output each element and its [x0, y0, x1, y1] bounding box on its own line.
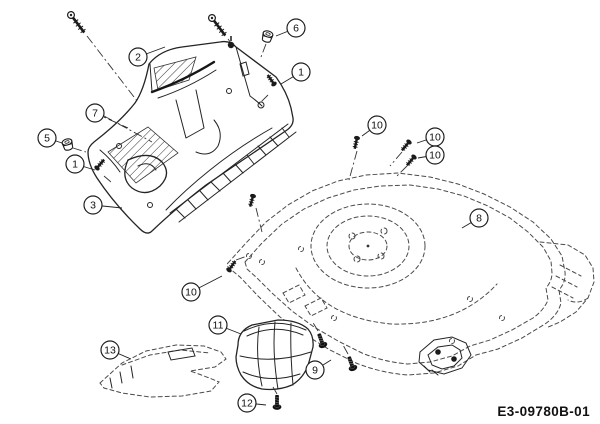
callout-10: 10: [181, 275, 223, 302]
callout-1: 1: [280, 62, 311, 85]
mower-deck: [226, 172, 595, 376]
callout-8: 8: [461, 208, 489, 229]
svg-text:11: 11: [213, 320, 224, 332]
svg-text:10: 10: [185, 287, 197, 299]
height-adjuster-bracket: [418, 336, 472, 376]
svg-text:9: 9: [312, 365, 318, 377]
rear-baffle-assembly: [87, 36, 297, 234]
callout-11: 11: [208, 315, 242, 335]
callout-6: 6: [275, 18, 306, 38]
svg-text:10: 10: [429, 150, 441, 162]
svg-text:1: 1: [298, 67, 304, 79]
callout-12: 12: [237, 393, 267, 413]
callout-10: 10: [417, 145, 445, 165]
svg-text:8: 8: [476, 213, 482, 225]
svg-text:2: 2: [135, 52, 141, 64]
callout-10: 10: [361, 115, 387, 137]
svg-text:3: 3: [90, 200, 96, 212]
svg-text:5: 5: [44, 133, 50, 145]
callout-7: 7: [85, 103, 129, 129]
discharge-deflector: [235, 319, 314, 391]
part-code-label: E3-09780B-01: [497, 404, 590, 419]
baffle-screws: [92, 72, 279, 183]
callout-13: 13: [100, 340, 132, 360]
svg-text:6: 6: [293, 23, 299, 35]
callout-2: 2: [128, 46, 166, 67]
svg-text:1: 1: [72, 159, 78, 171]
deflector-screws: [272, 320, 359, 411]
grommet-right: [260, 29, 275, 58]
svg-text:7: 7: [92, 108, 98, 120]
callout-5: 5: [37, 128, 63, 148]
deck-screws: [224, 134, 419, 275]
grommet-left: [60, 137, 87, 153]
svg-text:10: 10: [371, 120, 383, 132]
svg-text:13: 13: [104, 345, 116, 357]
svg-text:10: 10: [429, 132, 441, 144]
callout-9: 9: [305, 359, 332, 380]
svg-text:12: 12: [241, 398, 253, 410]
callout-3: 3: [83, 195, 123, 215]
mulch-plug: [99, 344, 227, 398]
callout-1: 1: [65, 154, 96, 174]
callout-10: 10: [416, 127, 445, 147]
